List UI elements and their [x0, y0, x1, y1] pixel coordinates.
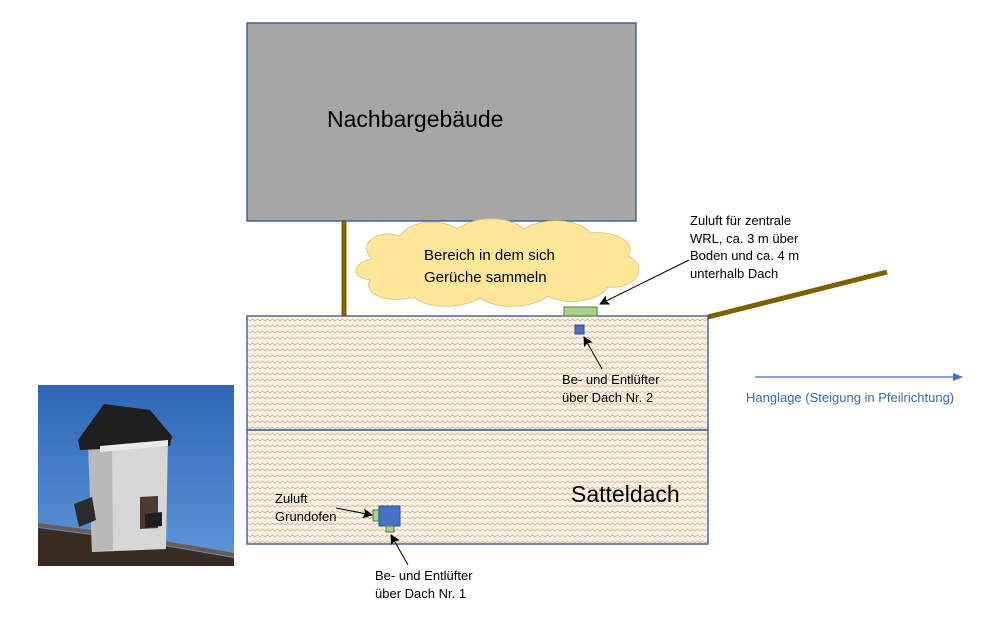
- roof-vent-2: [574, 324, 585, 335]
- neighbor-building: [246, 22, 637, 222]
- roof-vent-2-label: Be- und Entlüfter über Dach Nr. 2: [562, 372, 660, 405]
- roof-vent-2-arrow: [583, 336, 603, 370]
- stove-intake-arrow: [335, 507, 373, 519]
- stove-intake-vent: [372, 509, 380, 522]
- roof-vent-1-label: Be- und Entlüfter über Dach Nr. 1: [375, 568, 473, 601]
- central-intake-arrow: [599, 259, 690, 305]
- central-intake-vent: [563, 306, 598, 317]
- stove-intake-label: Zuluft Grundofen: [275, 491, 337, 524]
- roof-vent-1-base: [385, 525, 395, 533]
- neighbor-building-label: Nachbargebäude: [327, 106, 504, 132]
- roof-vent-1-arrow: [390, 534, 409, 566]
- chimney-photo: [38, 385, 234, 566]
- roof-type-label: Satteldach: [571, 481, 680, 507]
- slope-label: Hanglage (Steigung in Pfeilrichtung): [746, 390, 955, 405]
- central-intake-label: Zuluft für zentrale WRL, ca. 3 m über Bo…: [690, 213, 800, 281]
- gable-roof: [246, 315, 709, 545]
- boundary-wall-diagonal: [707, 269, 888, 320]
- roof-vent-1: [378, 505, 401, 527]
- odor-zone-label: Bereich in dem sich Gerüche sammeln: [424, 247, 555, 286]
- odor-cloud: [355, 218, 640, 307]
